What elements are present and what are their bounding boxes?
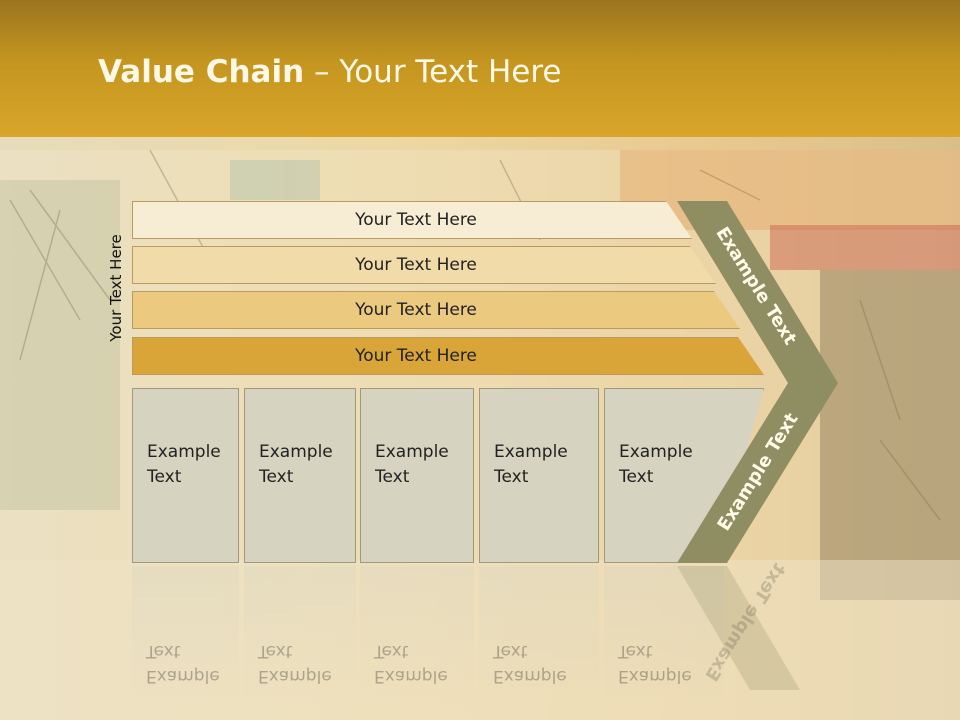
support-bar-3-label: Your Text Here (355, 300, 477, 320)
reflection-box-3: Example Text (360, 566, 474, 706)
primary-activity-box-5-label: Example Text (619, 442, 693, 487)
chevron-shape (677, 201, 838, 563)
support-bar-1: Your Text Here (132, 201, 692, 239)
primary-activity-box-1: Example Text (132, 388, 239, 563)
chevron-reflection (677, 566, 800, 690)
primary-activity-box-3-label: Example Text (375, 442, 449, 487)
reflection-box-1: Example Text (132, 566, 239, 706)
support-bar-4: Your Text Here (132, 337, 764, 375)
support-bar-3: Your Text Here (132, 291, 740, 329)
support-bar-2: Your Text Here (132, 246, 716, 284)
primary-activity-box-4-label: Example Text (494, 442, 568, 487)
reflection-box-2: Example Text (244, 566, 356, 706)
support-bar-1-label: Your Text Here (355, 210, 477, 230)
title-rest: – Your Text Here (304, 54, 562, 90)
support-bar-2-label: Your Text Here (355, 255, 477, 275)
reflection-box-5: Example Text (604, 566, 724, 706)
support-bar-4-label: Your Text Here (355, 346, 477, 366)
primary-activity-box-1-label: Example Text (147, 442, 221, 487)
primary-activity-box-2: Example Text (244, 388, 356, 563)
slide-title: Value Chain – Your Text Here (98, 54, 561, 90)
title-band (0, 0, 960, 137)
primary-activity-box-2-label: Example Text (259, 442, 333, 487)
primary-activity-box-4: Example Text (479, 388, 599, 563)
primary-activity-box-3: Example Text (360, 388, 474, 563)
reflection-box-4: Example Text (479, 566, 599, 706)
title-bold: Value Chain (98, 54, 305, 90)
